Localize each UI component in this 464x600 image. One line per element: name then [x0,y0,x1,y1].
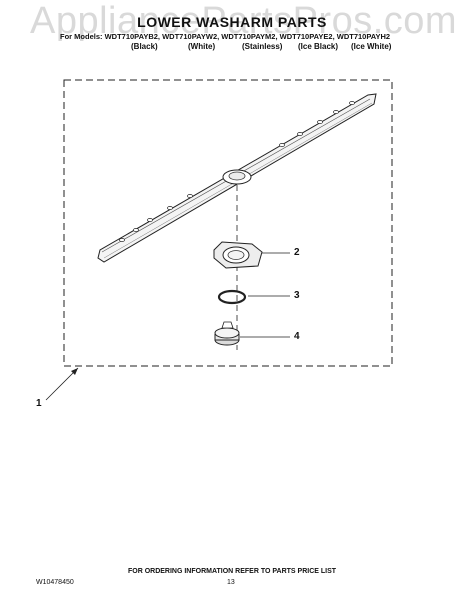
assembly-boundary-box [63,79,393,367]
variant-label-ice-black: (Ice Black) [298,42,339,51]
callout-4: 4 [294,331,300,342]
document-number: W10478450 [36,579,74,586]
leader-line-1 [45,367,79,401]
part-2-bearing-plate [213,241,263,269]
variant-label-white: (White) [188,42,216,51]
part-3-o-ring [217,289,247,305]
lower-wash-arm-illustration [97,93,377,263]
variant-label-stainless: (Stainless) [242,42,283,51]
page-number: 13 [227,579,235,586]
callout-2: 2 [294,247,300,258]
page-title: LOWER WASHARM PARTS [137,14,327,30]
variant-label-black: (Black) [131,42,158,51]
variant-label-ice-white: (Ice White) [351,42,392,51]
callout-3: 3 [294,290,300,301]
ordering-info: FOR ORDERING INFORMATION REFER TO PARTS … [127,568,337,575]
models-line: For Models: WDT710PAYB2, WDT710PAYW2, WD… [60,32,391,41]
callout-1: 1 [36,398,42,409]
leader-arrow-1 [71,368,78,375]
watermark-text: AppliancePartsPros.com [30,0,458,42]
part-4-retainer-nut [214,321,240,346]
